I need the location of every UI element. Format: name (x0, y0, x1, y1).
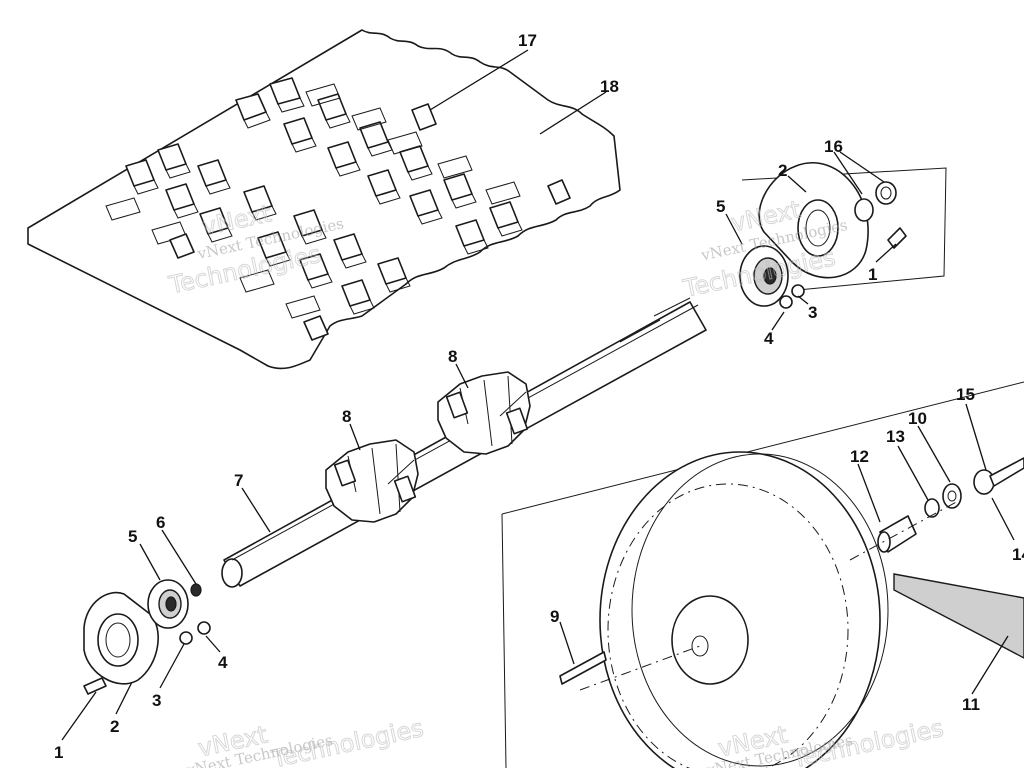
key (559, 651, 607, 685)
right-bolt (887, 227, 907, 249)
callout-labels: 17 18 16 2 5 1 3 4 8 8 7 6 5 4 3 2 1 9 1… (54, 31, 1024, 762)
track-lugs (125, 77, 523, 315)
callout-1-right: 1 (868, 265, 877, 284)
callout-2-right: 2 (778, 161, 787, 180)
callout-2-left: 2 (110, 717, 119, 736)
callout-15: 15 (956, 385, 975, 404)
track-belt (27, 29, 621, 370)
callout-9: 9 (550, 607, 559, 626)
right-housing-group (739, 162, 947, 309)
callout-7: 7 (234, 471, 243, 490)
callout-14: 14 (1012, 545, 1024, 564)
callout-3-right: 3 (808, 303, 817, 322)
callout-16: 16 (824, 137, 843, 156)
sprocket-left (325, 439, 419, 523)
track-windows (105, 83, 521, 319)
left-housing-group (83, 579, 211, 695)
callout-6: 6 (156, 513, 165, 532)
callout-5-left: 5 (128, 527, 137, 546)
callout-5-right: 5 (716, 197, 725, 216)
leader-lines (61, 49, 1015, 741)
left-bolt (83, 677, 107, 695)
callout-12: 12 (850, 447, 869, 466)
callout-13: 13 (886, 427, 905, 446)
pulley-group (501, 381, 1024, 768)
callout-11: 11 (962, 695, 980, 714)
sprocket-right (437, 371, 531, 455)
callout-1-left: 1 (54, 743, 63, 762)
callout-4-left: 4 (218, 653, 228, 672)
callout-10: 10 (908, 409, 927, 428)
svg-text:Technologies: Technologies (268, 714, 426, 768)
callout-4-right: 4 (764, 329, 774, 348)
callout-17: 17 (518, 31, 537, 50)
drive-pulley (599, 451, 881, 768)
track-clips (169, 103, 571, 341)
callout-3-left: 3 (152, 691, 161, 710)
drive-belt (893, 573, 1024, 659)
callout-18: 18 (600, 77, 619, 96)
callout-8-right: 8 (448, 347, 457, 366)
callout-8-left: 8 (342, 407, 351, 426)
